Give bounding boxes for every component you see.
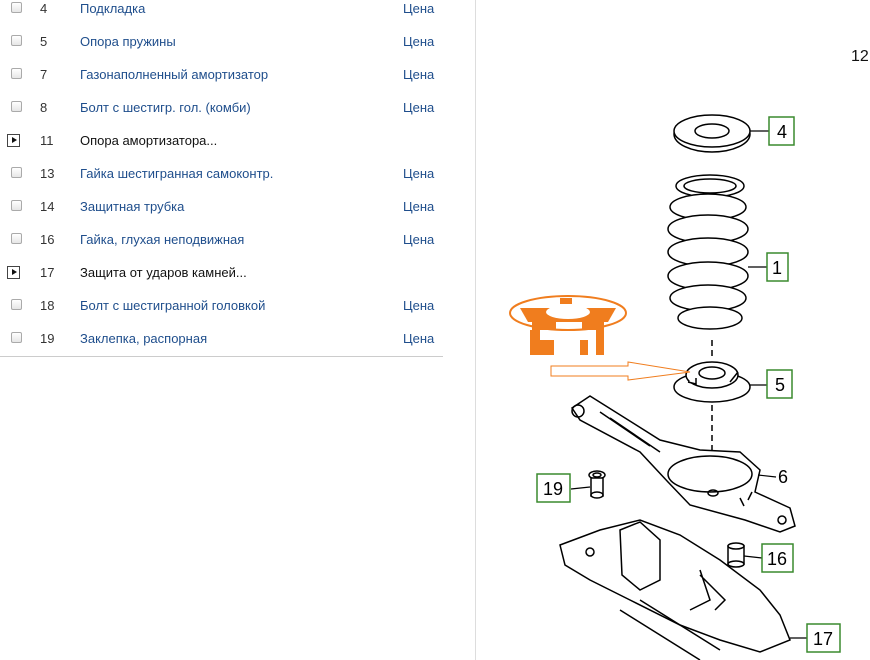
checkbox[interactable] [11, 35, 22, 46]
callout-1[interactable]: 1 [766, 252, 789, 282]
checkbox[interactable] [11, 167, 22, 178]
callout-16[interactable]: 16 [761, 543, 794, 573]
part-name-link[interactable]: Подкладка [80, 1, 146, 16]
part-number: 7 [40, 67, 48, 82]
list-item[interactable]: 5 Опора пружины Цена [0, 26, 443, 59]
group-name[interactable]: Опора амортизатора... [80, 133, 218, 148]
part-name-link[interactable]: Заклепка, распорная [80, 331, 208, 346]
svg-text:4: 4 [777, 122, 787, 142]
part-name-link[interactable]: Газонаполненный амортизатор [80, 67, 269, 82]
list-item[interactable]: 16 Гайка, глухая неподвижная Цена [0, 224, 443, 257]
checkbox[interactable] [11, 2, 22, 13]
part-number: 17 [40, 265, 55, 280]
control-arm-part [570, 395, 796, 533]
checkbox[interactable] [11, 101, 22, 112]
panel-divider [475, 0, 476, 660]
checkbox[interactable] [11, 200, 22, 211]
list-item[interactable]: 7 Газонаполненный амортизатор Цена [0, 59, 443, 92]
part-name-link[interactable]: Болт с шестигр. гол. (комби) [80, 100, 251, 115]
price-link[interactable]: Цена [403, 34, 435, 49]
list-item[interactable]: 14 Защитная трубка Цена [0, 191, 443, 224]
price-link[interactable]: Цена [403, 67, 435, 82]
part-name-link[interactable]: Опора пружины [80, 34, 176, 49]
part-name-link[interactable]: Защитная трубка [80, 199, 185, 214]
list-group[interactable]: 17 Защита от ударов камней... [0, 257, 443, 290]
part-name-link[interactable]: Гайка шестигранная самоконтр. [80, 166, 274, 181]
part-name-link[interactable]: Гайка, глухая неподвижная [80, 232, 245, 247]
checkbox[interactable] [11, 299, 22, 310]
callout-19[interactable]: 19 [536, 473, 571, 503]
part-number: 5 [40, 34, 48, 49]
part-number: 14 [40, 199, 55, 214]
svg-text:5: 5 [775, 375, 785, 395]
part-name-link[interactable]: Болт с шестигранной головкой [80, 298, 266, 313]
list-item[interactable]: 19 Заклепка, распорная Цена [0, 323, 443, 356]
group-name[interactable]: Защита от ударов камней... [80, 265, 247, 280]
price-link[interactable]: Цена [403, 298, 435, 313]
expand-arrow-icon[interactable] [7, 134, 20, 147]
list-item[interactable]: 8 Болт с шестигр. гол. (комби) Цена [0, 92, 443, 125]
parts-list: 4 Подкладка Цена 5 Опора пружины Цена 7 … [0, 0, 443, 357]
price-link[interactable]: Цена [403, 100, 435, 115]
pad-part [673, 114, 751, 153]
price-link[interactable]: Цена [403, 166, 435, 181]
callout-5[interactable]: 5 [766, 369, 793, 399]
pointer-arrow-icon [550, 361, 691, 381]
highlighted-mount-part [509, 295, 627, 355]
part-number: 18 [40, 298, 55, 313]
part-number: 8 [40, 100, 48, 115]
svg-text:6: 6 [778, 467, 788, 487]
price-link[interactable]: Цена [403, 199, 435, 214]
checkbox[interactable] [11, 233, 22, 244]
parts-diagram[interactable]: 4 1 5 6 19 16 17 [476, 0, 870, 660]
callout-4[interactable]: 4 [768, 116, 795, 146]
checkbox[interactable] [11, 332, 22, 343]
diagram-page-number: 12 [851, 48, 869, 65]
cap-nut-part [727, 542, 745, 568]
list-group[interactable]: 11 Опора амортизатора... [0, 125, 443, 158]
callout-17[interactable]: 17 [806, 623, 841, 653]
part-number: 4 [40, 1, 48, 16]
spring-seat-part [673, 361, 751, 403]
part-number: 11 [40, 133, 54, 148]
part-number: 13 [40, 166, 55, 181]
svg-text:16: 16 [767, 549, 787, 569]
part-number: 16 [40, 232, 55, 247]
svg-text:19: 19 [543, 479, 563, 499]
callout-6[interactable]: 6 [778, 467, 788, 487]
rivet-part [588, 470, 606, 499]
price-link[interactable]: Цена [403, 1, 435, 16]
checkbox[interactable] [11, 68, 22, 79]
expand-arrow-icon[interactable] [7, 266, 20, 279]
stone-guard-part [559, 519, 791, 660]
list-item[interactable]: 4 Подкладка Цена [0, 0, 443, 26]
price-link[interactable]: Цена [403, 232, 435, 247]
list-item[interactable]: 18 Болт с шестигранной головкой Цена [0, 290, 443, 323]
svg-text:1: 1 [772, 258, 782, 278]
svg-text:17: 17 [813, 629, 833, 649]
coil-spring-part [667, 174, 749, 330]
price-link[interactable]: Цена [403, 331, 435, 346]
list-item[interactable]: 13 Гайка шестигранная самоконтр. Цена [0, 158, 443, 191]
part-number: 19 [40, 331, 55, 346]
